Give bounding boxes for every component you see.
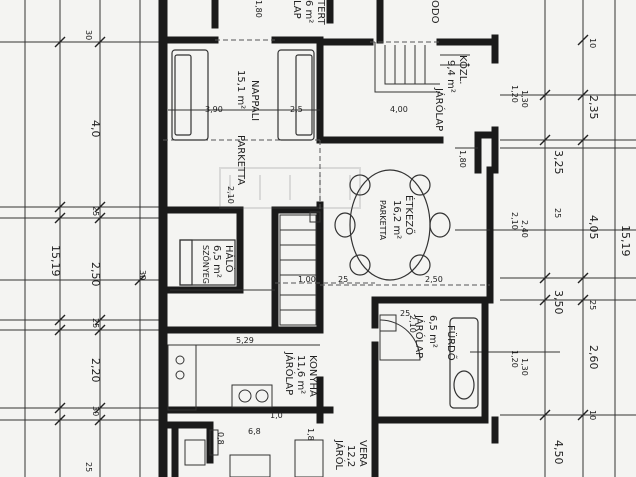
dim-inner-1: 2,10: [510, 212, 519, 230]
konyha-dims: 5,29: [236, 336, 254, 345]
idim-1: 1,80: [254, 0, 263, 18]
dining-table: [334, 169, 451, 281]
label-top-rooms: TERT 6 m² LAP ODO: [291, 0, 440, 26]
dim-left-small-2: 30: [138, 270, 147, 280]
etkezo-area: 16,2 m²: [391, 200, 402, 239]
nappali-dims: 3,90: [205, 105, 223, 114]
watermark: [219, 167, 361, 209]
veranda-name: VERA: [357, 440, 368, 467]
label-kozl: KÖZL. 9,4 m² JÁRÓLAP 4,00: [390, 55, 470, 131]
right-dimension-labels: 15,19 2,35 3,25 4,05 3,50 2,60 4,50 10 2…: [510, 38, 632, 465]
idim-5: 2,50: [425, 275, 443, 284]
furdo-name: FÜRDŐ: [445, 325, 459, 361]
kozl-dims: 4,00: [390, 105, 408, 114]
dim-inner-2: 2,40: [520, 220, 529, 238]
kozl-area: 9,4 m²: [445, 60, 456, 93]
idim-11: 0,8: [216, 432, 225, 445]
top-c: LAP: [291, 0, 302, 19]
idim-4: 2,5: [290, 105, 303, 114]
dim-right-seg-4: 3,50: [552, 290, 565, 315]
furdo-area: 6,5 m²: [427, 315, 438, 348]
dim-inner-3: 1,20: [510, 85, 519, 103]
nappali-name: NAPPALI: [249, 80, 260, 121]
dim-left-seg-5: 2,20: [89, 358, 102, 383]
konyha-floor: JÁRÓLAP: [283, 351, 296, 395]
interior-dimensions: 1,80 2,10 1,00 2,5 2,50 1,80 2,10 25 6,8…: [216, 0, 467, 445]
idim-6: 1,80: [458, 150, 467, 168]
dim-right-small-3: 25: [588, 300, 597, 310]
dim-left-seg-2: 25: [91, 206, 100, 216]
idim-7: 2,10: [408, 315, 417, 333]
halo-area: 6,5 m²: [211, 245, 222, 278]
konyha-name: KONYHA: [307, 355, 318, 397]
dim-left-seg-3: 2,50: [89, 262, 102, 287]
left-dimension-lines: [0, 0, 160, 477]
right-dimension-lines: [470, 0, 636, 477]
label-konyha: KONYHA 11,6 m² JÁRÓLAP 5,29: [236, 336, 318, 397]
konyha-area: 11,6 m²: [295, 355, 306, 394]
dim-right-seg-6: 4,50: [552, 440, 565, 465]
kozl-name: KÖZL.: [457, 55, 470, 84]
top-b: 6 m²: [303, 0, 314, 23]
dim-left-seg-6: 30: [91, 406, 100, 416]
dim-left-small-3: 25: [84, 462, 93, 472]
dim-left-total: 15,19: [49, 245, 62, 277]
etkezo-floor: PARKETTA: [378, 200, 387, 241]
idim-2: 2,10: [226, 186, 235, 204]
label-furdo: FÜRDŐ 6,5 m² JÁRÓLAP: [413, 314, 459, 361]
dim-right-seg-5: 2,60: [587, 345, 600, 370]
label-nappali: NAPPALI 15,1 m² PARKETTA 3,90: [205, 70, 260, 185]
idim-10: 1,0: [270, 411, 283, 420]
halo-name: HÁLÓ: [223, 245, 236, 273]
top-a: TERT: [315, 0, 326, 26]
dim-inner-6: 1,30: [520, 358, 529, 376]
idim-3: 1,00: [298, 275, 316, 284]
label-halo: HÁLÓ 6,5 m² SZŐNYEG: [201, 245, 236, 284]
dim-right-small-2: 25: [553, 208, 562, 218]
dim-inner-5: 1,20: [510, 350, 519, 368]
dim-inner-4: 1,30: [520, 90, 529, 108]
left-dimension-labels: 15,19 4,0 25 2,50 25 2,20 30 30 30 25: [49, 30, 147, 472]
idim-8: 25: [338, 275, 348, 284]
stairs-kozl: [374, 42, 470, 93]
stairs-central: [279, 211, 321, 326]
nappali-area: 15,1 m²: [235, 70, 246, 109]
nappali-floor: PARKETTA: [235, 135, 246, 185]
label-etkezo: ÉTKEZŐ 16,2 m² PARKETTA: [378, 195, 417, 241]
dim-left-seg-4: 25: [91, 318, 100, 328]
dim-left-seg-1: 4,0: [89, 120, 102, 138]
bed: [179, 239, 236, 286]
dim-right-seg-1: 2,35: [587, 95, 600, 120]
dim-right-small-1: 10: [588, 38, 597, 48]
bathroom-fixtures: [379, 314, 479, 409]
idim-13: 1,8: [306, 428, 315, 441]
veranda-floor: JÁRÓL: [333, 439, 346, 470]
etkezo-name: ÉTKEZŐ: [403, 195, 417, 235]
halo-floor: SZŐNYEG: [201, 245, 211, 284]
dim-right-total: 15,19: [619, 225, 632, 257]
dim-right-small-4: 10: [588, 410, 597, 420]
bottom-fixtures: [184, 429, 324, 477]
dim-right-seg-2: 3,25: [552, 150, 565, 175]
top-d: ODO: [429, 0, 440, 24]
sofas: [171, 49, 315, 141]
label-veranda: VERA 12,2 JÁRÓL: [333, 439, 368, 470]
kozl-floor: JÁRÓLAP: [433, 87, 446, 131]
kitchen-counter: [167, 344, 273, 411]
idim-12: 25: [400, 309, 410, 318]
idim-9: 6,8: [248, 427, 261, 436]
furdo-floor: JÁRÓLAP: [413, 314, 426, 358]
veranda-area: 12,2: [345, 445, 356, 467]
walls: [158, 0, 499, 477]
dim-left-small-1: 30: [84, 30, 93, 40]
dim-right-seg-3: 4,05: [587, 215, 600, 240]
